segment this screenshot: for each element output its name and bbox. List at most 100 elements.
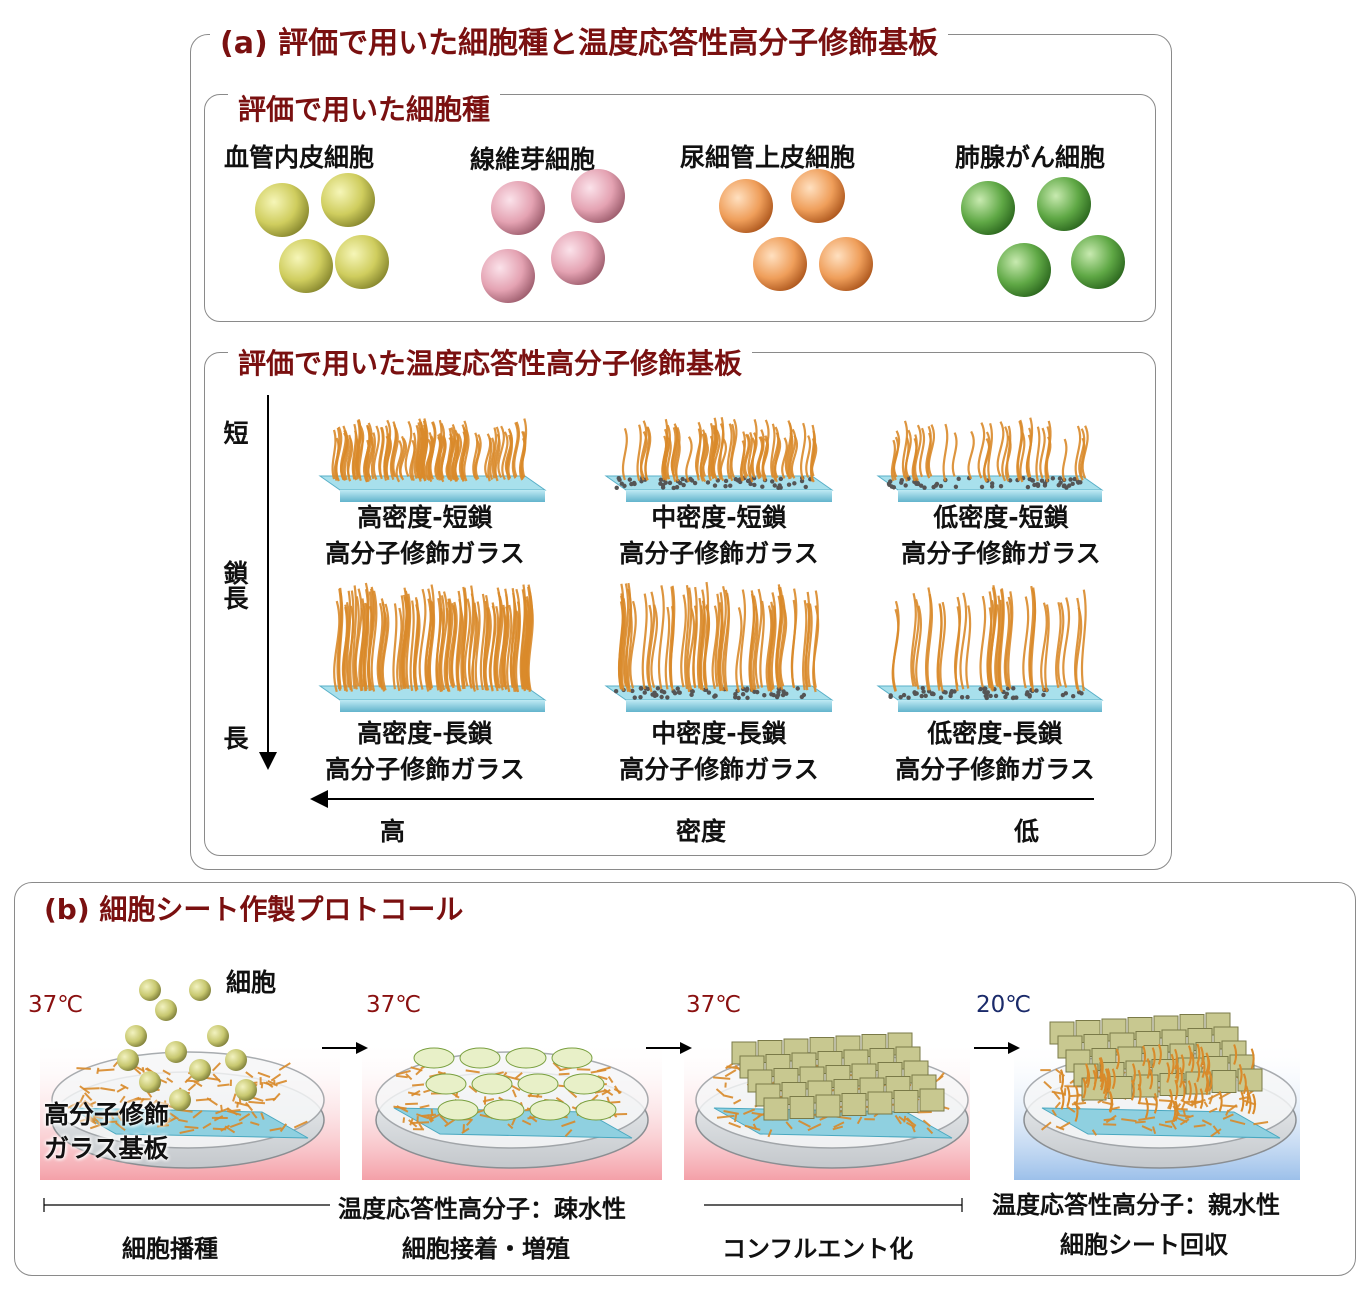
substrate-caption: 高密度-長鎖高分子修飾ガラス [300,716,550,788]
graft-site [642,690,647,695]
polymer-fiber [1103,1123,1117,1126]
polymer-fiber [552,1061,562,1071]
substrate-tile [604,581,834,712]
polymer-strand [696,428,702,481]
hydrated-strand [1181,1080,1186,1102]
cell [719,179,773,233]
polymer-strand [890,439,896,482]
polymer-fiber [833,1121,845,1129]
polymer-fiber [278,1062,291,1071]
cell-cluster-fibroblast [481,169,625,303]
polymer-strand [389,421,397,481]
polymer-strand [1062,597,1071,688]
polymer-fiber [184,1125,199,1129]
polymer-fiber [514,1071,523,1080]
graft-site [733,476,738,482]
polymer-fiber [607,1076,614,1084]
hydrated-strand [1146,1058,1151,1079]
polymer-strand [501,431,509,481]
polymer-fiber [395,1074,408,1079]
hydrated-strand [1111,1068,1116,1090]
polymer-fiber [1203,1101,1209,1108]
hydrated-strand [1098,1057,1103,1079]
graft-site [676,690,682,695]
polymer-strand [1074,425,1082,481]
polymer-strand [396,607,403,692]
polymer-strand [376,602,384,688]
glass-edge [626,490,832,502]
cell-cluster-endothelial [255,173,389,293]
graft-site [752,482,757,488]
substrate-type: 高分子修飾ガラス [325,755,525,784]
graft-site [929,691,935,697]
polymer-fiber [439,1115,449,1124]
graft-site [1010,695,1016,701]
sheet-cell [815,1094,841,1118]
polymer-strand [784,420,793,478]
cells-title: 評価で用いた細胞種 [228,88,501,128]
graft-site [1027,694,1032,699]
polymer-strand [1073,597,1081,690]
polymer-strand [506,604,513,693]
petri-dish [1023,1012,1297,1169]
polymer-strand [461,587,468,688]
graft-site [675,686,680,691]
polymer-strand [619,602,625,688]
hydrated-strand [1218,1091,1223,1112]
polymer-strand [739,440,746,482]
polymer-fiber [166,1077,174,1083]
sheet-cell [789,1096,815,1119]
polymer-strand [471,602,478,690]
polymer-strand [892,600,900,692]
cell [1071,235,1125,289]
graft-site [712,483,718,488]
polymer-fiber [715,1088,725,1096]
polymer-fiber [1227,1104,1238,1113]
graft-site [982,686,987,691]
cell [1037,177,1091,231]
graft-site [744,686,750,691]
polymer-strand [672,425,679,483]
polymer-strand [331,429,337,480]
polymer-fiber [713,1076,731,1080]
polymer-strand [744,434,751,477]
graft-site [801,692,807,698]
hydrated-strand [1174,1048,1179,1070]
polymer-fiber [1152,1126,1157,1135]
polymer-strand [418,588,427,690]
polymer-strand [708,422,714,477]
hydrated-strand [1250,1048,1255,1070]
substrate-tile [318,418,547,502]
polymer-strand [680,594,687,688]
adhered-cell [425,1073,467,1095]
substrate-name: 中密度-長鎖 [651,719,787,748]
polymer-fiber [455,1092,459,1098]
seeded-cell [207,1025,229,1047]
polymer-strand [729,423,736,482]
hydrated-strand [1108,1091,1113,1112]
polymer-strand [1007,591,1014,689]
polymer-fiber [293,1120,308,1129]
graft-site [622,483,627,489]
graft-site [1076,480,1081,485]
polymer-strand [1029,589,1037,688]
polymer-fiber [396,1105,409,1113]
graft-site [681,482,686,488]
seeded-cell [169,1089,191,1111]
polymer-strand [451,429,459,480]
substrate-type: 高分子修飾ガラス [895,755,1095,784]
polymer-fiber [395,1069,411,1076]
graft-site [979,484,985,490]
polymer-fiber [178,1118,188,1123]
graft-site [771,692,776,698]
hydrated-strand [1153,1093,1158,1114]
polymer-strand [942,423,949,482]
polymer-fiber [419,1104,430,1109]
graft-site [745,695,750,701]
polymer-strand [965,605,972,689]
polymer-strand [805,435,812,478]
polymer-fiber [269,1127,282,1132]
polymer-fiber [728,1121,741,1129]
polymer-strand [781,437,788,479]
graft-site [772,483,777,488]
